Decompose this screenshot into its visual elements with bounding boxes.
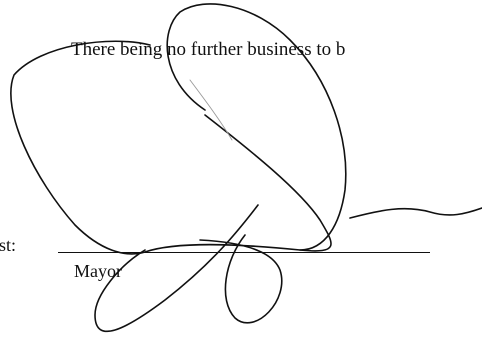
attest-label: test: xyxy=(0,235,16,255)
signature-stroke-tail xyxy=(349,207,482,219)
signature-stroke-left-loop xyxy=(10,40,332,255)
signature-stroke-lower-loop xyxy=(199,234,283,324)
signature-role-label: Mayor xyxy=(74,261,122,281)
signature-stroke-faint-trace xyxy=(189,79,233,141)
closing-statement: There being no further business to b xyxy=(71,39,346,60)
signature-line xyxy=(58,252,430,253)
